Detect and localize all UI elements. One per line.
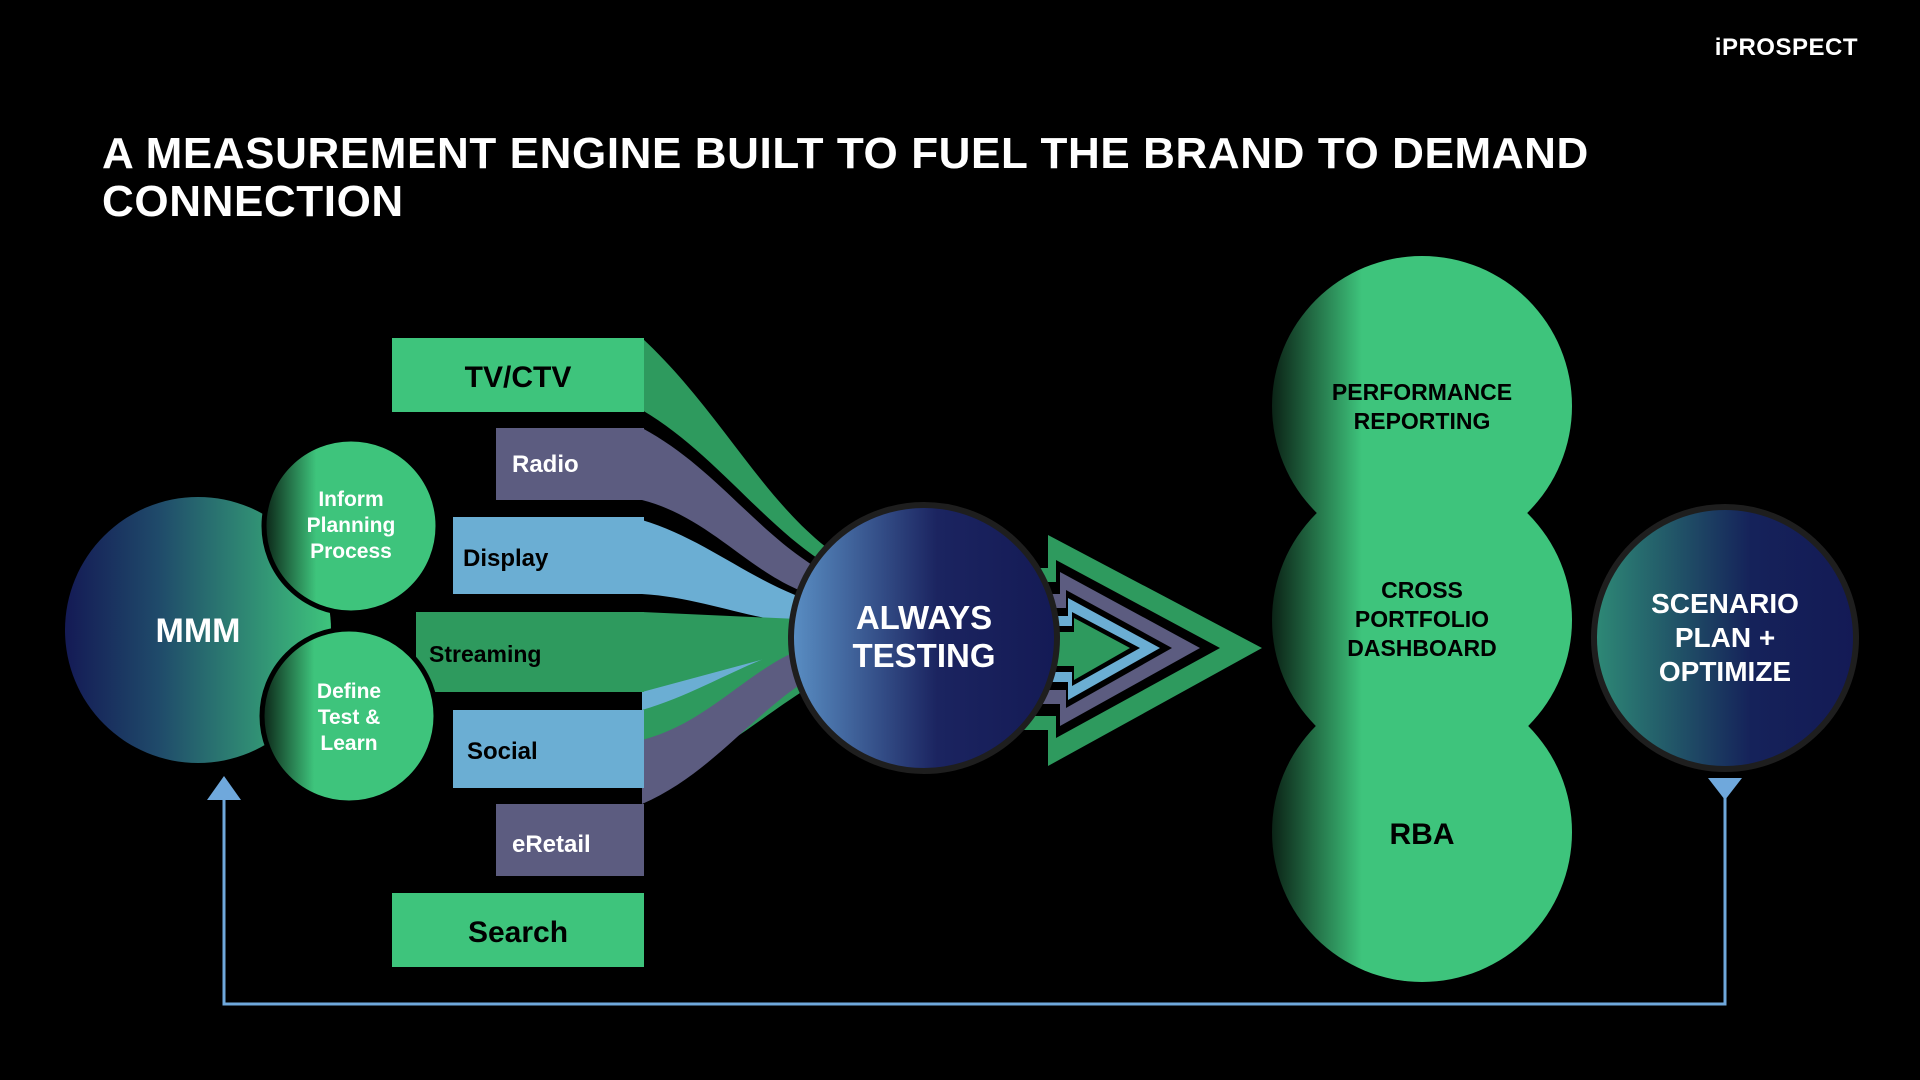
channel-social: Social [453, 710, 644, 788]
feedback-loop-connector [207, 776, 1742, 1006]
svg-text:CROSS: CROSS [1381, 577, 1463, 603]
svg-text:Test &: Test & [318, 706, 381, 729]
svg-text:eRetail: eRetail [512, 831, 591, 858]
arrow-down-icon [1708, 778, 1742, 800]
arrow-up-icon [207, 776, 241, 800]
svg-text:Radio: Radio [512, 451, 579, 478]
svg-text:TV/CTV: TV/CTV [465, 361, 572, 394]
channel-eretail: eRetail [496, 804, 644, 876]
svg-text:SCENARIO: SCENARIO [1651, 588, 1799, 619]
svg-text:TESTING: TESTING [852, 637, 995, 674]
performance-reporting-circle: PERFORMANCE REPORTING [1272, 256, 1572, 556]
svg-text:Search: Search [468, 916, 568, 949]
svg-text:Social: Social [467, 738, 538, 765]
svg-text:DASHBOARD: DASHBOARD [1347, 635, 1497, 661]
inform-planning-circle: Inform Planning Process [261, 436, 441, 616]
svg-text:Process: Process [310, 540, 392, 563]
svg-text:PLAN +: PLAN + [1675, 622, 1775, 653]
svg-text:RBA: RBA [1390, 818, 1455, 851]
channel-display: Display [453, 517, 644, 594]
brand-logo: iPROSPECT [1714, 34, 1858, 61]
svg-text:MMM: MMM [156, 612, 241, 650]
svg-text:OPTIMIZE: OPTIMIZE [1659, 656, 1791, 687]
svg-text:Streaming: Streaming [429, 641, 541, 667]
svg-text:PORTFOLIO: PORTFOLIO [1355, 606, 1489, 632]
svg-text:Planning: Planning [307, 514, 396, 537]
cross-portfolio-dashboard-circle: CROSS PORTFOLIO DASHBOARD [1272, 470, 1572, 770]
slide-title: A MEASUREMENT ENGINE BUILT TO FUEL THE B… [102, 129, 1589, 226]
rba-circle: RBA [1272, 682, 1572, 982]
always-testing-hub: ALWAYS TESTING [788, 502, 1060, 774]
scenario-plan-optimize-circle: SCENARIO PLAN + OPTIMIZE [1591, 504, 1859, 772]
svg-text:PERFORMANCE: PERFORMANCE [1332, 379, 1512, 405]
svg-text:Inform: Inform [318, 488, 383, 511]
channel-tv-ctv: TV/CTV [392, 338, 644, 412]
channel-search: Search [392, 893, 644, 967]
output-arrow [1010, 535, 1262, 766]
define-test-learn-circle: Define Test & Learn [259, 626, 439, 806]
svg-text:Display: Display [463, 545, 549, 572]
channel-radio: Radio [496, 428, 644, 500]
svg-text:Define: Define [317, 680, 381, 703]
svg-text:ALWAYS: ALWAYS [856, 599, 992, 636]
svg-text:REPORTING: REPORTING [1354, 408, 1491, 434]
channel-streaming: Streaming [416, 612, 644, 692]
svg-text:Learn: Learn [320, 732, 377, 755]
